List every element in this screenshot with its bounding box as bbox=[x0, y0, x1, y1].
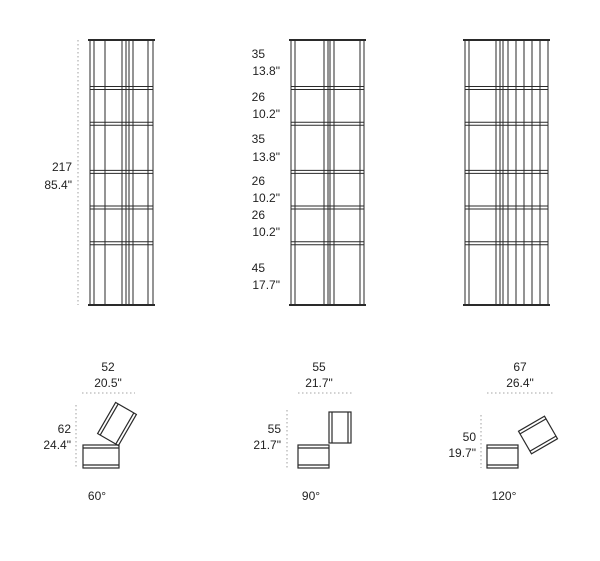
config-2-width-in: 21.7" bbox=[305, 376, 333, 390]
config-3-angle: 120° bbox=[492, 489, 517, 503]
config-1-depth-cm: 62 bbox=[58, 422, 72, 436]
height-in: 85.4" bbox=[44, 178, 72, 192]
config-1-width-in: 20.5" bbox=[94, 376, 122, 390]
config-2-depth-in: 21.7" bbox=[253, 438, 281, 452]
config-1-depth-in: 24.4" bbox=[43, 438, 71, 452]
shelf-4-cm: 26 bbox=[252, 174, 266, 188]
shelf-2-cm: 26 bbox=[252, 90, 266, 104]
tower-left bbox=[88, 39, 155, 306]
shelf-3-cm: 35 bbox=[252, 132, 266, 146]
config-1-width-cm: 52 bbox=[101, 360, 115, 374]
shelf-3-in: 13.8" bbox=[252, 150, 280, 164]
config-3-width-in: 26.4" bbox=[506, 376, 534, 390]
shelf-2-in: 10.2" bbox=[252, 107, 280, 121]
shelf-1-in: 13.8" bbox=[252, 64, 280, 78]
config-2-angle: 90° bbox=[302, 489, 320, 503]
shelf-5-in: 10.2" bbox=[252, 225, 280, 239]
shelf-6-cm: 45 bbox=[252, 261, 266, 275]
shelf-4-in: 10.2" bbox=[252, 191, 280, 205]
shelf-labels: 35 13.8" 26 10.2" 35 13.8" 26 10.2" 26 1… bbox=[252, 47, 280, 292]
config-3-depth-cm: 50 bbox=[463, 430, 477, 444]
height-cm: 217 bbox=[52, 160, 72, 174]
config-60: 52 20.5" 62 24.4" 60° bbox=[43, 360, 138, 503]
config-3-width-cm: 67 bbox=[513, 360, 527, 374]
shelf-6-in: 17.7" bbox=[252, 278, 280, 292]
config-3-depth-in: 19.7" bbox=[448, 446, 476, 460]
config-120: 67 26.4" 50 19.7" 120° bbox=[448, 360, 559, 503]
shelf-1-cm: 35 bbox=[252, 47, 266, 61]
config-2-width-cm: 55 bbox=[312, 360, 326, 374]
shelf-5-cm: 26 bbox=[252, 208, 266, 222]
tower-middle bbox=[289, 39, 366, 306]
config-2-depth-cm: 55 bbox=[268, 422, 282, 436]
config-1-angle: 60° bbox=[88, 489, 106, 503]
tower-right bbox=[463, 39, 550, 306]
config-90: 55 21.7" 55 21.7" 90° bbox=[253, 360, 352, 503]
